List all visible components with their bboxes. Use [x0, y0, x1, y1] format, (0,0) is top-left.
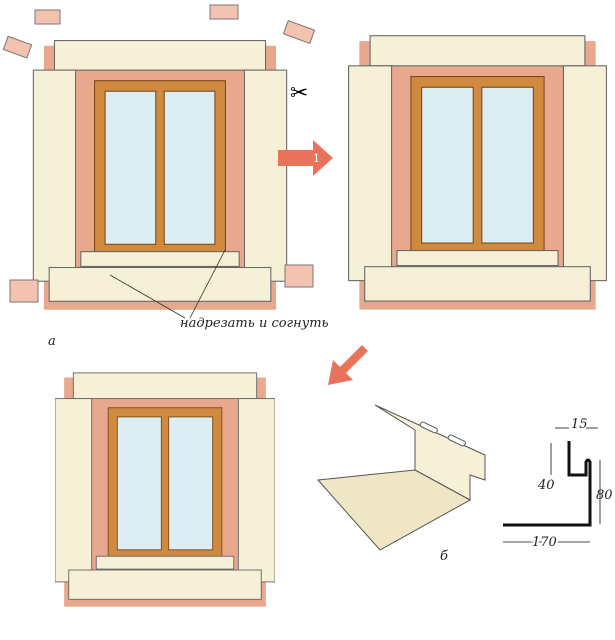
dim-15: 15 [571, 417, 588, 432]
dim-170: 170 [532, 535, 557, 550]
arrow-1: 1 [278, 140, 333, 176]
j-channel-3d [316, 404, 486, 551]
window-step-1 [348, 35, 607, 311]
window-step-a [32, 39, 288, 311]
dim-40: 40 [537, 478, 555, 493]
label-b: б [440, 549, 448, 564]
scissors-icon: ✂ [290, 81, 308, 106]
arrow-2: 2 [316, 345, 368, 385]
cut-pieces [2, 4, 316, 303]
label-a: а [48, 334, 56, 349]
profile-section [503, 427, 601, 543]
cut-and-bend-label: надрезать и согнуть [180, 316, 329, 331]
dim-80: 80 [596, 488, 613, 503]
svg-text:2: 2 [316, 368, 323, 381]
svg-text:1: 1 [313, 152, 320, 165]
window-step-2 [55, 372, 275, 608]
leader-lines [109, 249, 226, 319]
